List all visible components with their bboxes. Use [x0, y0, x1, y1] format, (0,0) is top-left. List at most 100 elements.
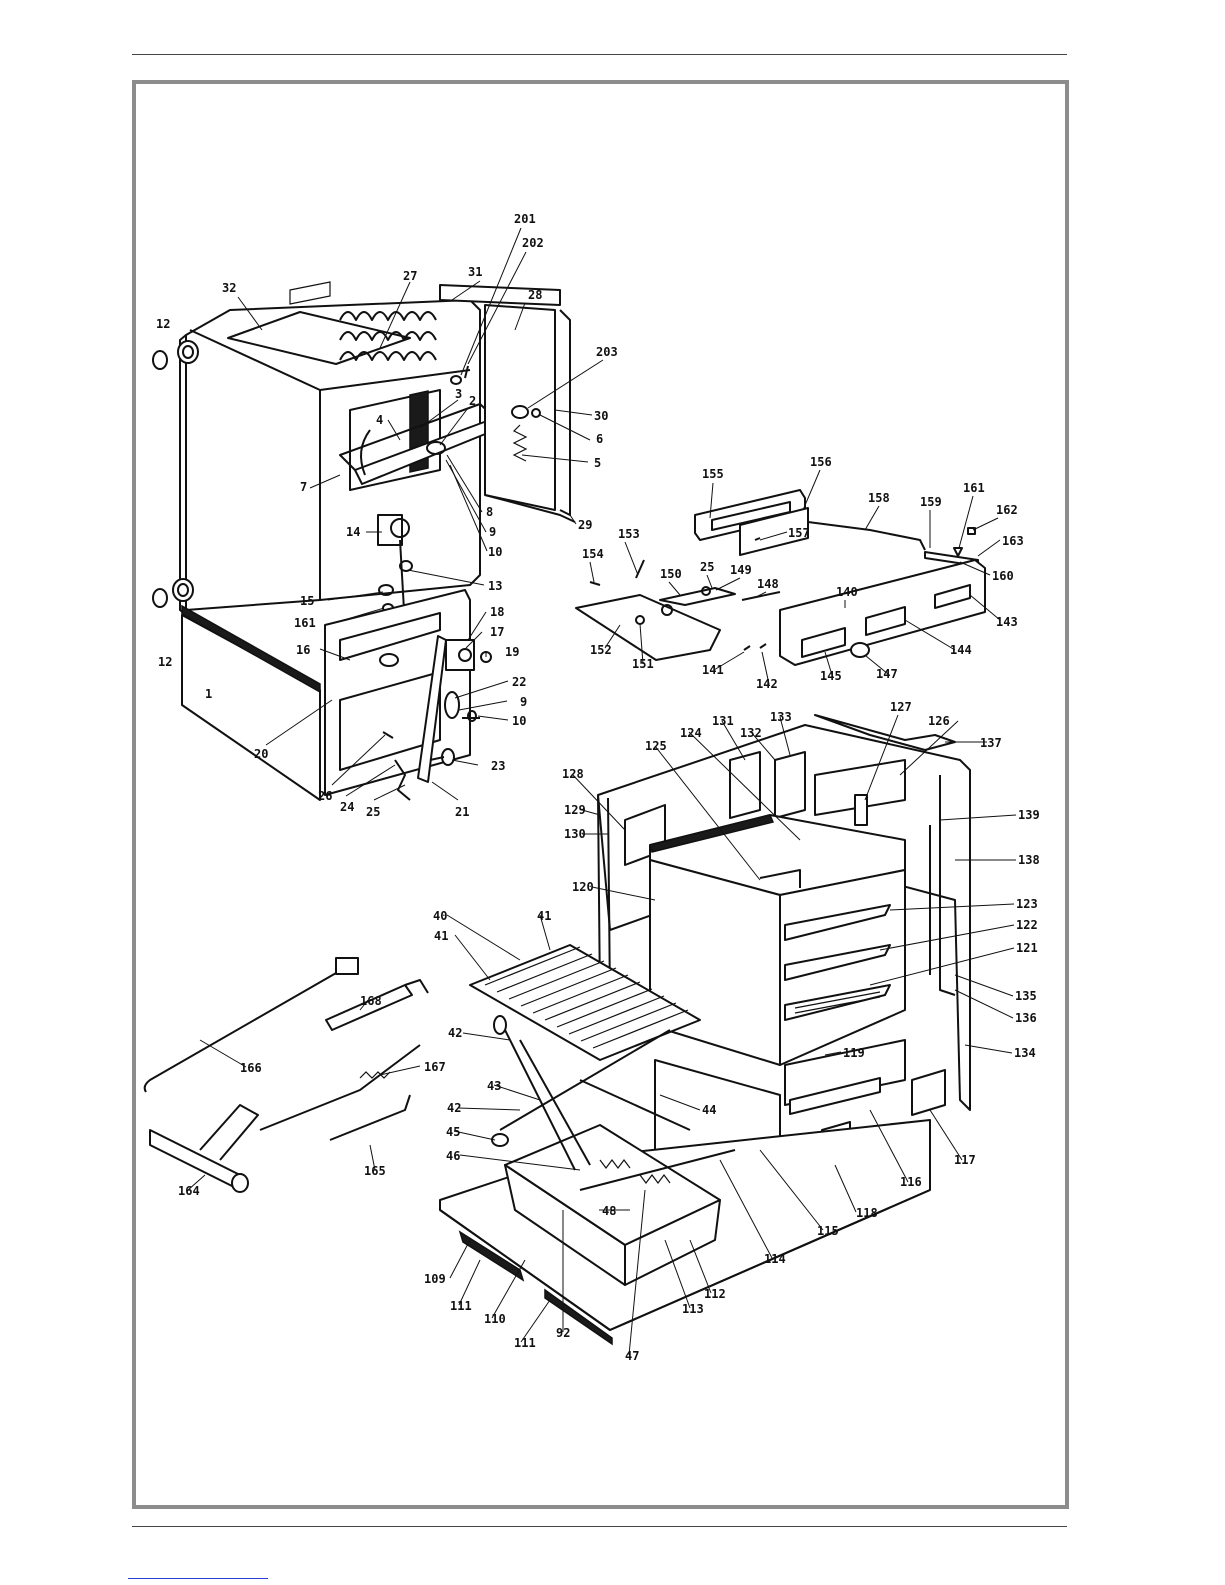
- callout-10-upper: 10: [488, 545, 502, 559]
- callout-161-right: 161: [963, 481, 985, 495]
- callout-16: 16: [296, 643, 310, 657]
- callout-92: 92: [556, 1326, 570, 1340]
- callout-122: 122: [1016, 918, 1038, 932]
- callout-136: 136: [1015, 1011, 1037, 1025]
- callout-10-lower: 10: [512, 714, 526, 728]
- callout-14: 14: [346, 525, 360, 539]
- callout-135: 135: [1015, 989, 1037, 1003]
- callout-12-lower: 12: [158, 655, 172, 669]
- callout-158: 158: [868, 491, 890, 505]
- footer-rule: [132, 1526, 1067, 1527]
- callout-119: 119: [843, 1046, 865, 1060]
- hinge-203: [511, 405, 529, 419]
- pivot-45: [491, 1133, 509, 1147]
- callout-111-left: 111: [450, 1299, 472, 1313]
- panel-plate-156: [739, 507, 809, 556]
- callout-41-left: 41: [434, 929, 448, 943]
- arm-153: [635, 559, 645, 579]
- callout-155: 155: [702, 467, 724, 481]
- callout-154: 154: [582, 547, 604, 561]
- callout-42-lower: 42: [447, 1101, 461, 1115]
- callout-126: 126: [928, 714, 950, 728]
- callout-124: 124: [680, 726, 702, 740]
- callout-123: 123: [1016, 897, 1038, 911]
- rod-148: [741, 591, 781, 601]
- callout-43: 43: [487, 1079, 501, 1093]
- callout-42-upper: 42: [448, 1026, 462, 1040]
- callout-116: 116: [900, 1175, 922, 1189]
- callout-168: 168: [360, 994, 382, 1008]
- callout-44: 44: [702, 1103, 716, 1117]
- callout-165: 165: [364, 1164, 386, 1178]
- footer-link-underline[interactable]: [128, 1578, 268, 1579]
- callout-4: 4: [376, 413, 383, 427]
- callout-12-upper: 12: [156, 317, 170, 331]
- pin-202: [464, 365, 469, 379]
- callout-160: 160: [992, 569, 1014, 583]
- callout-153: 153: [618, 527, 640, 541]
- grate-bars-41: [484, 946, 689, 1049]
- callout-118: 118: [856, 1206, 878, 1220]
- spring-46: [599, 1159, 631, 1169]
- poker-166: [143, 964, 351, 1093]
- callout-113: 113: [682, 1302, 704, 1316]
- callout-115: 115: [817, 1224, 839, 1238]
- header-rule: [132, 54, 1067, 55]
- callout-22: 22: [512, 675, 526, 689]
- heat-exchanger-fins: [339, 311, 437, 361]
- side-panel-28: [484, 304, 556, 511]
- spring-47: [639, 1174, 671, 1184]
- callout-159: 159: [920, 495, 942, 509]
- upper-casing-assembly: [152, 281, 576, 801]
- callout-31: 31: [468, 265, 482, 279]
- lower-panel-edge: [181, 604, 321, 694]
- callout-131: 131: [712, 714, 734, 728]
- callout-164: 164: [178, 1184, 200, 1198]
- callout-166: 166: [240, 1061, 262, 1075]
- hook-165: [329, 1094, 411, 1141]
- callout-5: 5: [594, 456, 601, 470]
- bolt-6: [531, 408, 541, 418]
- callout-48: 48: [602, 1204, 616, 1218]
- rail-116: [789, 1077, 881, 1115]
- callout-41-right: 41: [537, 909, 551, 923]
- thermostat-rod-13: [399, 539, 405, 611]
- callout-28: 28: [528, 288, 542, 302]
- callout-45: 45: [446, 1125, 460, 1139]
- callout-1: 1: [205, 687, 212, 701]
- callout-161-left: 161: [294, 616, 316, 630]
- part-callouts: 201 202 31 27 28 32 12 203 30 6 4 3 2 5 …: [156, 212, 1040, 1363]
- side-panel-top-31: [439, 284, 561, 306]
- callout-147: 147: [876, 667, 898, 681]
- pipe-stub-upper: [177, 340, 199, 364]
- callout-167: 167: [424, 1060, 446, 1074]
- callout-8: 8: [486, 505, 493, 519]
- callout-148: 148: [757, 577, 779, 591]
- handle-164: [149, 1129, 241, 1191]
- callout-3: 3: [455, 387, 462, 401]
- shaft-114: [579, 1149, 736, 1191]
- cap-162: [967, 527, 976, 535]
- callout-142: 142: [756, 677, 778, 691]
- callout-202: 202: [522, 236, 544, 250]
- callout-128: 128: [562, 767, 584, 781]
- callout-25-left: 25: [366, 805, 380, 819]
- nut-149: [701, 586, 711, 596]
- callout-130: 130: [564, 827, 586, 841]
- callout-17: 17: [490, 625, 504, 639]
- lower-chamber-119: [784, 1039, 906, 1106]
- pivot-42-top: [493, 1015, 507, 1035]
- cap-161: [953, 547, 963, 557]
- callout-32: 32: [222, 281, 236, 295]
- callout-112: 112: [704, 1287, 726, 1301]
- door-handle-4: [360, 429, 371, 476]
- foot-111-right: [544, 1288, 613, 1346]
- pipe-stub-lower: [172, 578, 194, 602]
- callout-121: 121: [1016, 941, 1038, 955]
- link-24: [394, 759, 411, 801]
- shelf-123: [784, 904, 891, 941]
- clip-141: [743, 645, 751, 651]
- callout-21: 21: [455, 805, 469, 819]
- firebox-front-120: [649, 859, 781, 1066]
